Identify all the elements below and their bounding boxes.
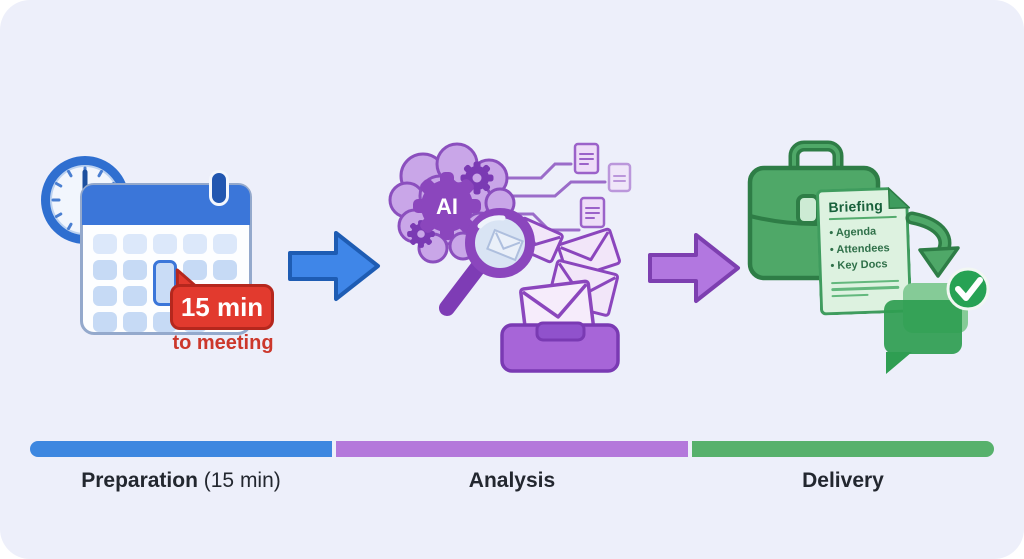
chat-icon [884,283,968,374]
progress-segment-analysis [336,441,688,457]
magnifier-icon [439,208,535,316]
arrow-right-purple-icon [648,233,740,303]
progress-segment-preparation [30,441,332,457]
data-document-icons [573,142,632,229]
countdown-badge-label: 15 min [180,291,264,322]
curved-arrow-down-icon [905,211,960,278]
progress-segment-delivery [692,441,994,457]
briefing-fold-corner [888,187,910,209]
envelope-icons [510,216,621,337]
inbox-tray-icon [500,321,620,373]
briefing-text-line [832,293,869,297]
ai-analysis-illustration: AI [388,142,632,373]
ai-label: AI [436,194,458,219]
delivery-chat-illustration [884,211,990,374]
countdown-subtext: to meeting [172,332,274,354]
stage-label-analysis: Analysis [468,469,556,492]
calendar-binding-peg [209,170,229,206]
ai-gear-icon: AI [413,172,481,240]
stage-label-preparation: Preparation (15 min) [81,469,281,492]
arrow-right-blue-icon [288,231,380,301]
stage-label-delivery: Delivery [802,469,884,492]
countdown-badge: 15 min [170,284,274,330]
check-badge-icon [946,267,990,311]
